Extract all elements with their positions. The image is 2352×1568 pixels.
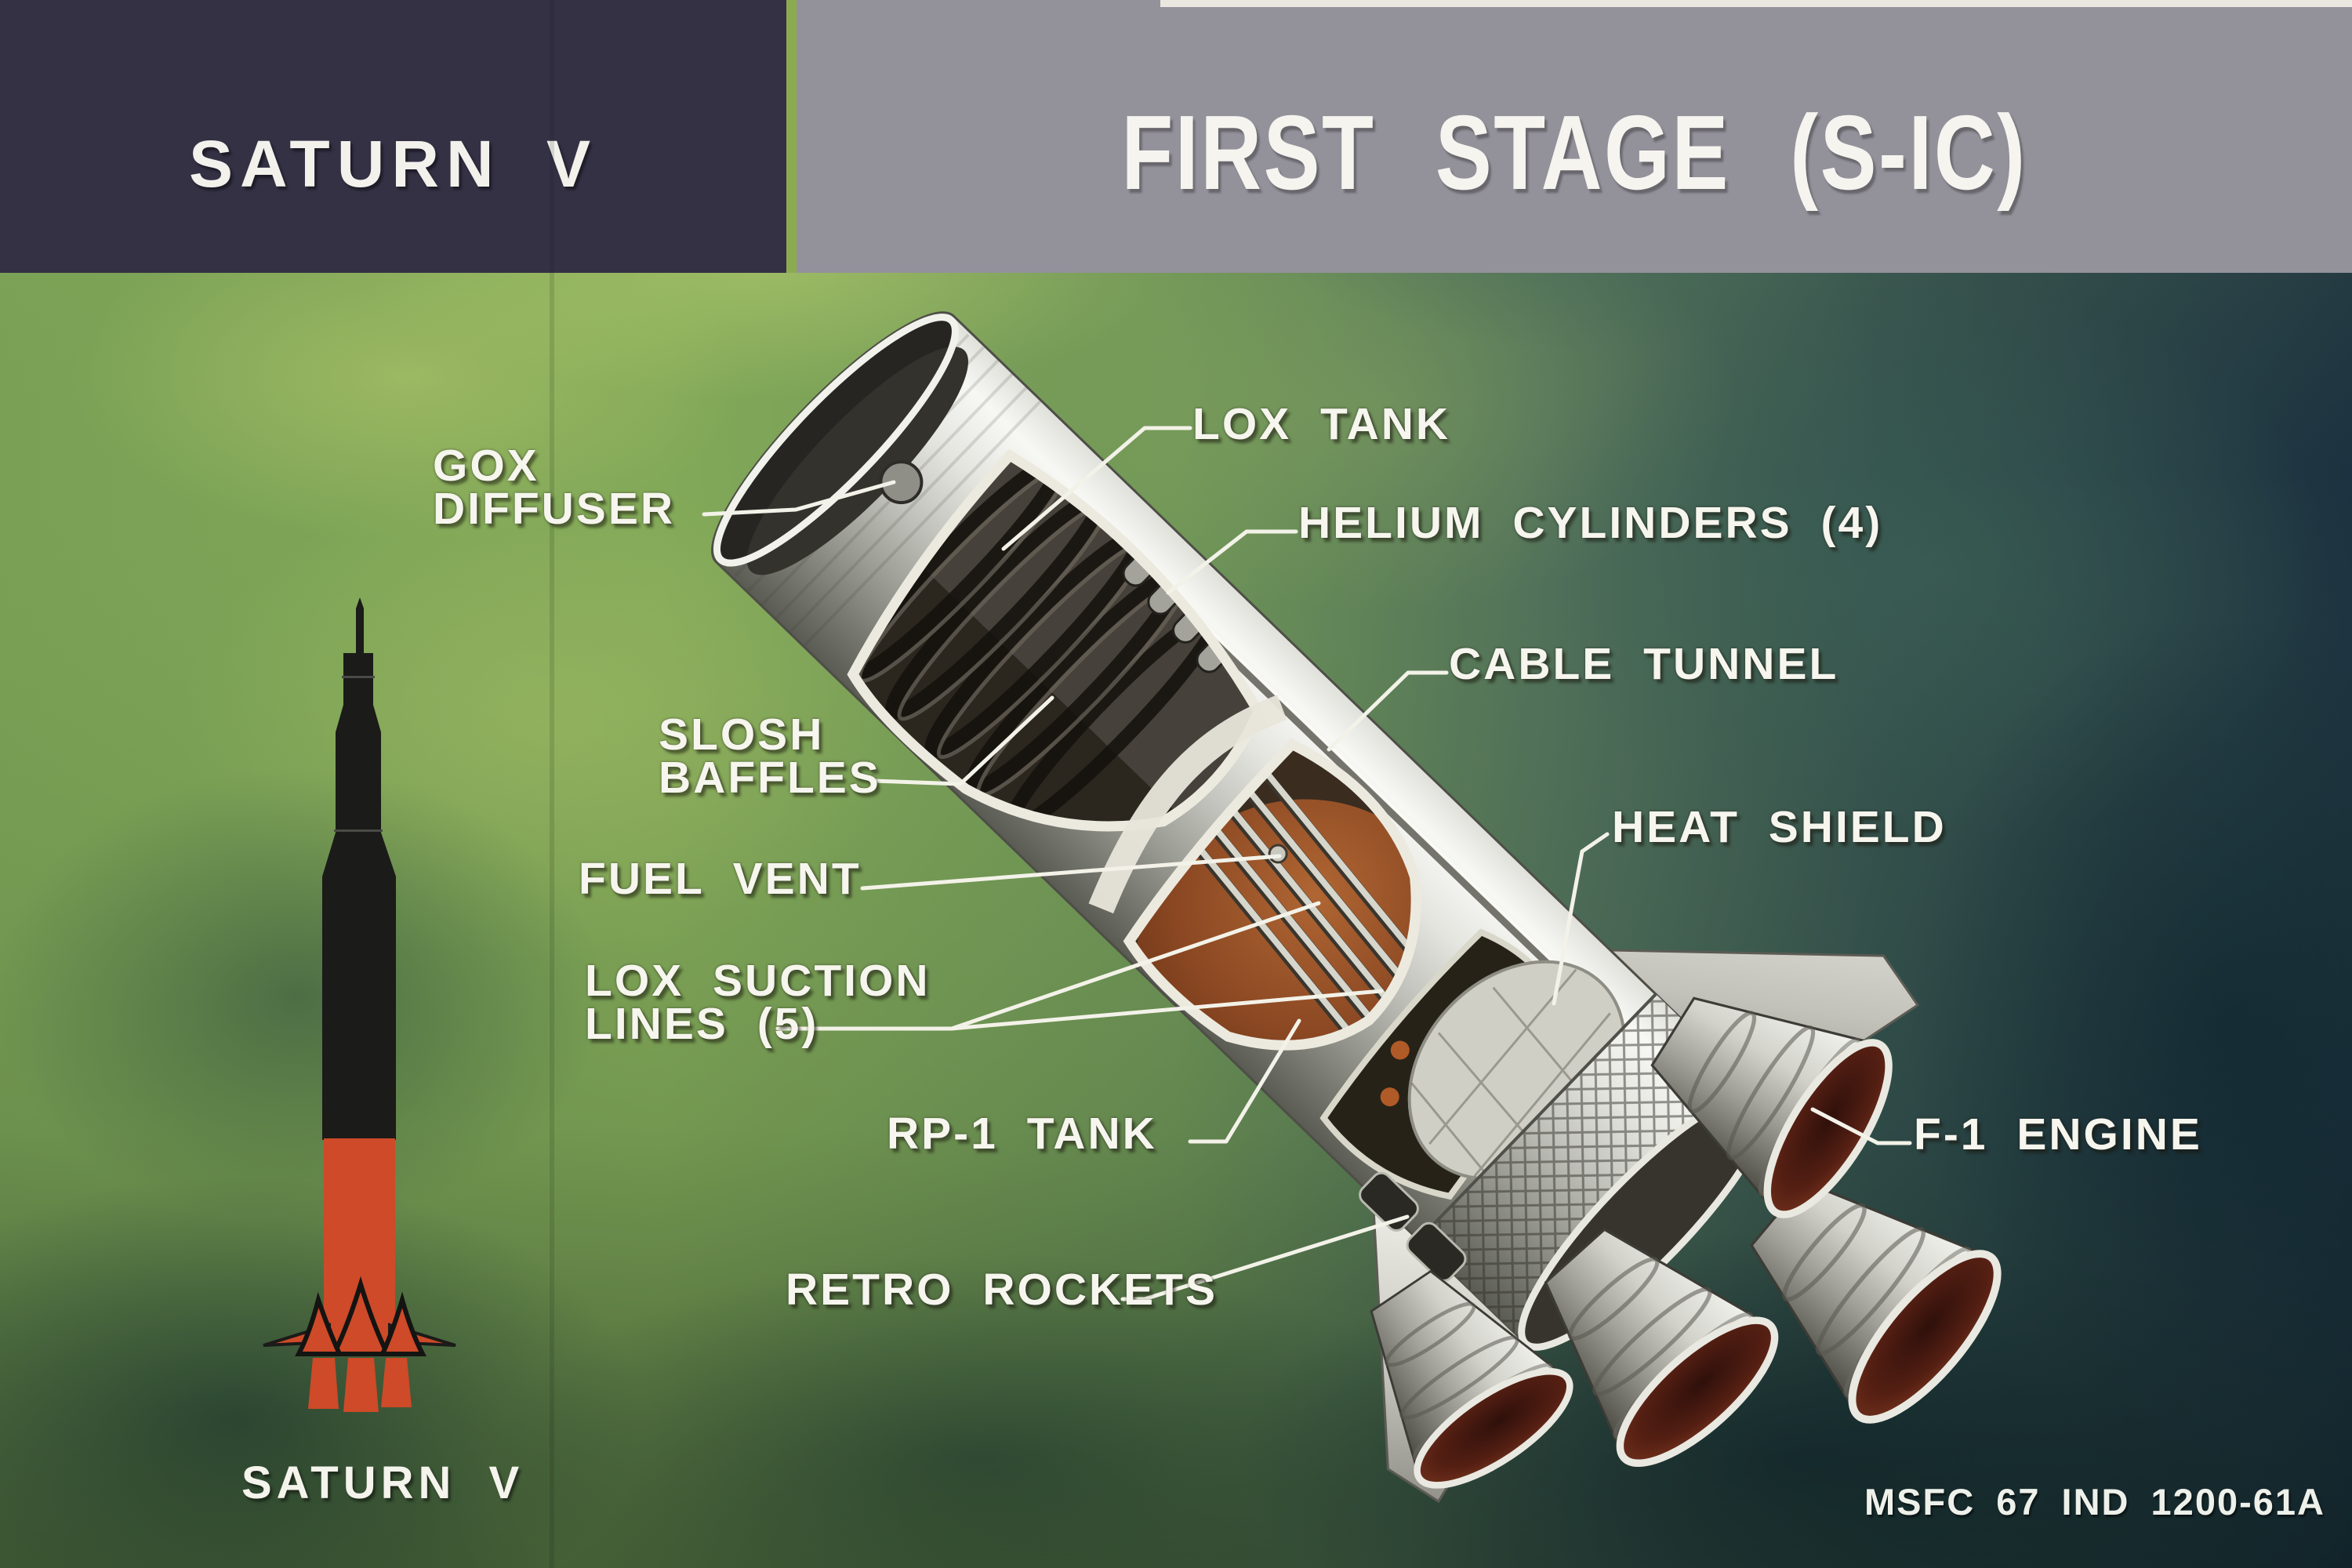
label-line: LOX SUCTION — [585, 956, 931, 1006]
header-left-bar: SATURN V — [0, 0, 786, 273]
leader-helium-cylinders — [1166, 529, 1298, 595]
label-line: RETRO ROCKETS — [786, 1265, 1218, 1315]
program-title: SATURN V — [188, 127, 598, 201]
label-line: HELIUM CYLINDERS (4) — [1298, 498, 1883, 548]
document-number: MSFC 67 IND 1200-61A — [1864, 1481, 2325, 1523]
label-helium-cylinders: HELIUM CYLINDERS (4) — [1298, 498, 1883, 548]
stage-title: FIRST STAGE (S-IC) — [1121, 93, 2027, 212]
label-line: LOX TANK — [1192, 399, 1451, 449]
leader-heat-shield — [1552, 832, 1610, 1006]
label-line: LINES (5) — [585, 999, 819, 1049]
leader-fuel-vent — [860, 854, 1282, 891]
label-gox-diffuser: GOX DIFFUSER — [433, 441, 675, 534]
label-fuel-vent: FUEL VENT — [579, 854, 862, 904]
leader-lox-suction-lower — [949, 989, 1384, 1031]
leader-f1-engine — [1810, 1107, 1912, 1145]
leader-lines — [702, 426, 1912, 1301]
sic-cutaway-illustration — [711, 311, 2020, 1510]
label-lox-tank: LOX TANK — [1192, 399, 1451, 449]
poster-fold-seam — [550, 0, 554, 1568]
label-line: DIFFUSER — [433, 484, 675, 534]
label-f1-engine: F-1 ENGINE — [1914, 1109, 2202, 1160]
leader-slosh-baffles — [872, 695, 1054, 786]
label-line: GOX — [433, 441, 539, 491]
label-rp1-tank: RP-1 TANK — [887, 1112, 1157, 1156]
label-line: CABLE TUNNEL — [1449, 639, 1839, 689]
header-top-edge — [1160, 0, 2352, 7]
label-retro-rockets: RETRO ROCKETS — [786, 1265, 1218, 1315]
header-divider-stripe — [786, 0, 797, 273]
label-line: FUEL VENT — [579, 854, 862, 904]
leader-rp1-tank — [1188, 1018, 1301, 1144]
silhouette-caption: SATURN V — [241, 1457, 524, 1508]
gox-diffuser-part — [879, 460, 924, 505]
leader-cable-tunnel — [1327, 670, 1449, 752]
label-lox-suction-lines: LOX SUCTION LINES (5) — [585, 956, 931, 1049]
label-heat-shield: HEAT SHIELD — [1612, 802, 1947, 852]
label-line: SLOSH — [659, 710, 825, 760]
leader-gox-diffuser — [702, 480, 896, 517]
label-line: RP-1 TANK — [887, 1109, 1157, 1159]
leader-lox-tank — [1001, 426, 1192, 551]
label-line: HEAT SHIELD — [1612, 802, 1947, 852]
label-cable-tunnel: CABLE TUNNEL — [1449, 639, 1839, 689]
leader-retro-rockets — [1120, 1214, 1410, 1301]
saturn-v-silhouette — [263, 597, 456, 1412]
label-slosh-baffles: SLOSH BAFFLES — [659, 713, 881, 800]
label-line: F-1 ENGINE — [1914, 1109, 2202, 1160]
header-right-bar: FIRST STAGE (S-IC) — [797, 0, 2352, 273]
label-line: BAFFLES — [659, 753, 881, 803]
lox-tank-dome — [746, 347, 968, 575]
